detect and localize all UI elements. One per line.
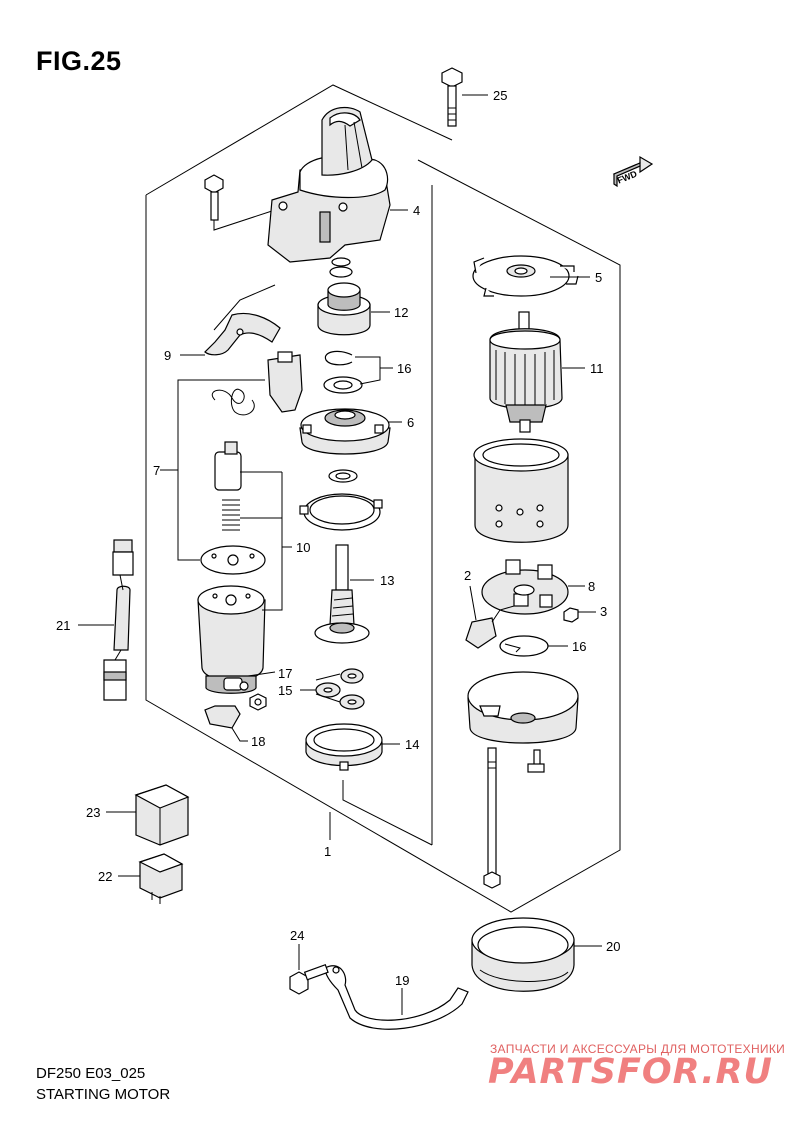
callout-2: 2	[464, 568, 471, 583]
leader-lines	[78, 94, 602, 1015]
callout-24: 24	[290, 928, 304, 943]
part-gears-15	[315, 668, 365, 710]
part-end-frame	[467, 671, 579, 744]
part-yoke	[473, 438, 569, 543]
part-pinion-12	[317, 257, 371, 336]
part-washer	[328, 469, 358, 483]
part-brush-holder-8	[481, 559, 569, 615]
callout-13: 13	[380, 573, 394, 588]
callout-1: 1	[324, 844, 331, 859]
part-solenoid-body	[197, 585, 266, 694]
part-bolt-25	[441, 67, 463, 127]
callout-11: 11	[590, 361, 604, 376]
part-armature-11	[489, 311, 563, 433]
callout-25: 25	[493, 88, 507, 103]
fwd-arrow-icon: FWD	[612, 155, 654, 188]
part-bolt-24	[289, 963, 329, 995]
callout-4: 4	[413, 203, 420, 218]
figure-caption: STARTING MOTOR	[36, 1086, 171, 1103]
callout-22: 22	[98, 869, 112, 884]
callout-15: 15	[278, 683, 292, 698]
part-housing-4	[267, 106, 391, 263]
callout-21: 21	[56, 618, 70, 633]
callout-3: 3	[600, 604, 607, 619]
callout-10: 10	[296, 540, 310, 555]
part-ring-gear-14	[305, 723, 383, 771]
part-terminal-17	[223, 677, 249, 691]
callout-12: 12	[394, 305, 408, 320]
callout-7: 7	[153, 463, 160, 478]
assembly-boundary	[145, 84, 621, 913]
model-code: DF250 E03_025	[36, 1065, 146, 1082]
callout-9: 9	[164, 348, 171, 363]
callout-5: 5	[595, 270, 602, 285]
callout-labels: 1 2 3 4 5 6 7 8 9 10 11 12 13 14 15 16 1…	[56, 88, 620, 988]
fwd-label: FWD	[616, 168, 639, 185]
callout-16-lower: 16	[572, 639, 586, 654]
part-relay-22	[138, 853, 184, 904]
callout-19: 19	[395, 973, 409, 988]
part-clamp-18	[204, 705, 241, 729]
callout-16-upper: 16	[397, 361, 411, 376]
part-band-20	[471, 917, 575, 992]
callout-23: 23	[86, 805, 100, 820]
part-ring-thin	[299, 493, 383, 531]
part-lever-9	[204, 284, 281, 356]
part-plate-16	[499, 635, 549, 657]
part-brush-wire-2	[465, 585, 515, 649]
part-bolt-small	[204, 174, 276, 231]
watermark-tagline: ЗАПЧАСТИ И АКСЕССУАРЫ ДЛЯ МОТОТЕХНИКИ	[490, 1042, 786, 1056]
part-plunger-group-7	[200, 351, 303, 575]
part-through-bolt	[483, 747, 501, 889]
part-shaft-13	[314, 544, 370, 644]
callout-17: 17	[278, 666, 292, 681]
part-strap-19	[324, 965, 469, 1030]
part-nut-3	[563, 607, 579, 623]
callout-8: 8	[588, 579, 595, 594]
callout-20: 20	[606, 939, 620, 954]
part-harness-21	[103, 539, 134, 701]
callout-6: 6	[407, 415, 414, 430]
part-nut	[249, 693, 267, 711]
part-clip-16	[323, 350, 363, 394]
callout-18: 18	[251, 734, 265, 749]
part-plate-5	[472, 255, 579, 297]
part-cover-6	[299, 408, 391, 455]
figure-title: FIG.25	[36, 46, 122, 76]
watermark-logo: PARTSFOR.RU	[488, 1052, 773, 1092]
part-screw-small	[527, 749, 545, 773]
callout-14: 14	[405, 737, 419, 752]
part-relay-23	[134, 784, 190, 846]
